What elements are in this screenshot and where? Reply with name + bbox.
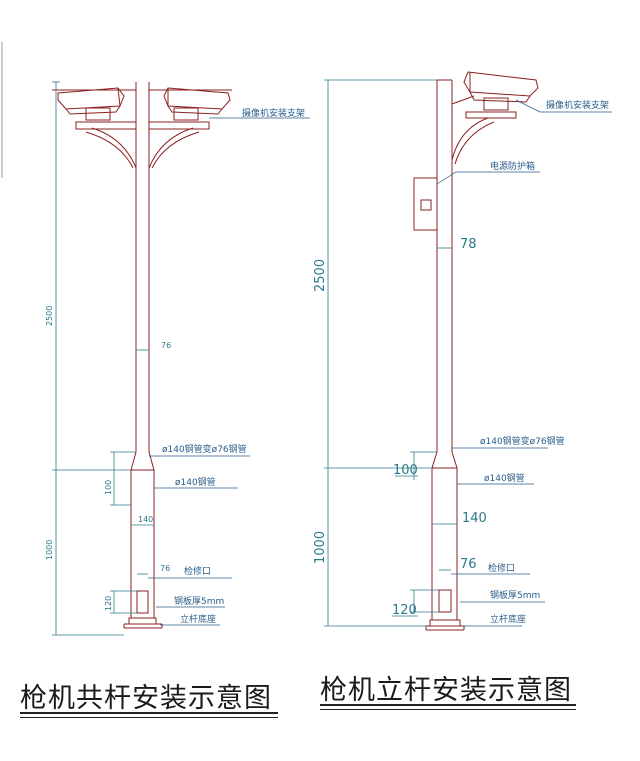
left-mount-plates: [75, 107, 210, 130]
right-label-plate: 钢板厚5mm: [490, 589, 540, 601]
left-camera-left-icon: [57, 87, 125, 115]
left-dimensions: [52, 81, 154, 636]
left-label-pipe-140: ø140钢管: [175, 476, 216, 488]
left-cross-arms: [52, 82, 232, 169]
right-label-base: 立杆底座: [490, 613, 526, 625]
right-label-camera-bracket: 摄像机安装支架: [546, 99, 609, 111]
left-dim-height-lower: 1000: [45, 540, 54, 560]
right-caption-underline: [320, 704, 576, 706]
right-upper-pole: [436, 79, 453, 452]
left-taper: [130, 451, 155, 618]
left-leaders: [148, 117, 310, 626]
right-camera-icon: [463, 71, 539, 103]
left-label-pipe-reducer: ø140钢管变ø76钢管: [162, 443, 247, 455]
left-label-plate: 钢板厚5mm: [174, 595, 224, 607]
left-dim-d140: 140: [138, 515, 153, 524]
right-dimensions: [324, 79, 457, 627]
right-leaders: [436, 99, 612, 627]
right-access-door: [438, 589, 452, 613]
right-label-pipe-reducer: ø140钢管变ø76钢管: [480, 435, 565, 447]
right-label-access-port: 检修口: [488, 562, 515, 574]
right-dim-d140: 140: [462, 511, 487, 526]
right-arm: [451, 95, 517, 165]
right-label-power-box: 电源防护箱: [490, 160, 535, 172]
right-caption: 枪机立杆安装示意图: [320, 675, 572, 706]
left-dim-door: 120: [104, 596, 113, 611]
right-label-pipe-140: ø140钢管: [484, 472, 525, 484]
left-upper-pole: [135, 118, 150, 452]
right-taper: [431, 451, 458, 620]
right-dim-d76: 76: [460, 557, 477, 572]
right-pole-drawing: [413, 71, 539, 631]
left-pole-drawing: [52, 82, 232, 629]
right-dim-d78: 78: [460, 237, 477, 252]
right-dim-taper: 100: [393, 463, 418, 478]
left-camera-right-icon: [163, 87, 231, 115]
right-dim-height-upper: 2500: [313, 259, 328, 292]
left-label-camera-bracket: 摄像机安装支架: [242, 107, 305, 119]
left-base: [123, 617, 163, 629]
right-dim-door: 120: [392, 603, 417, 618]
left-dim-height-upper: 2500: [45, 306, 54, 326]
left-dim-taper: 100: [104, 480, 113, 495]
left-access-door: [136, 590, 149, 614]
left-dim-d76b: 76: [160, 564, 170, 573]
left-caption: 枪机共杆安装示意图: [20, 683, 272, 714]
right-caption-underline-2: [320, 709, 576, 710]
left-dim-d76: 76: [161, 341, 171, 350]
left-label-base: 立杆底座: [180, 613, 216, 625]
left-caption-underline: [20, 712, 278, 714]
right-dim-height-lower: 1000: [313, 531, 328, 564]
right-power-box: [413, 177, 438, 231]
left-label-access-port: 检修口: [184, 565, 211, 577]
left-caption-underline-2: [20, 717, 278, 718]
right-base: [425, 619, 465, 631]
